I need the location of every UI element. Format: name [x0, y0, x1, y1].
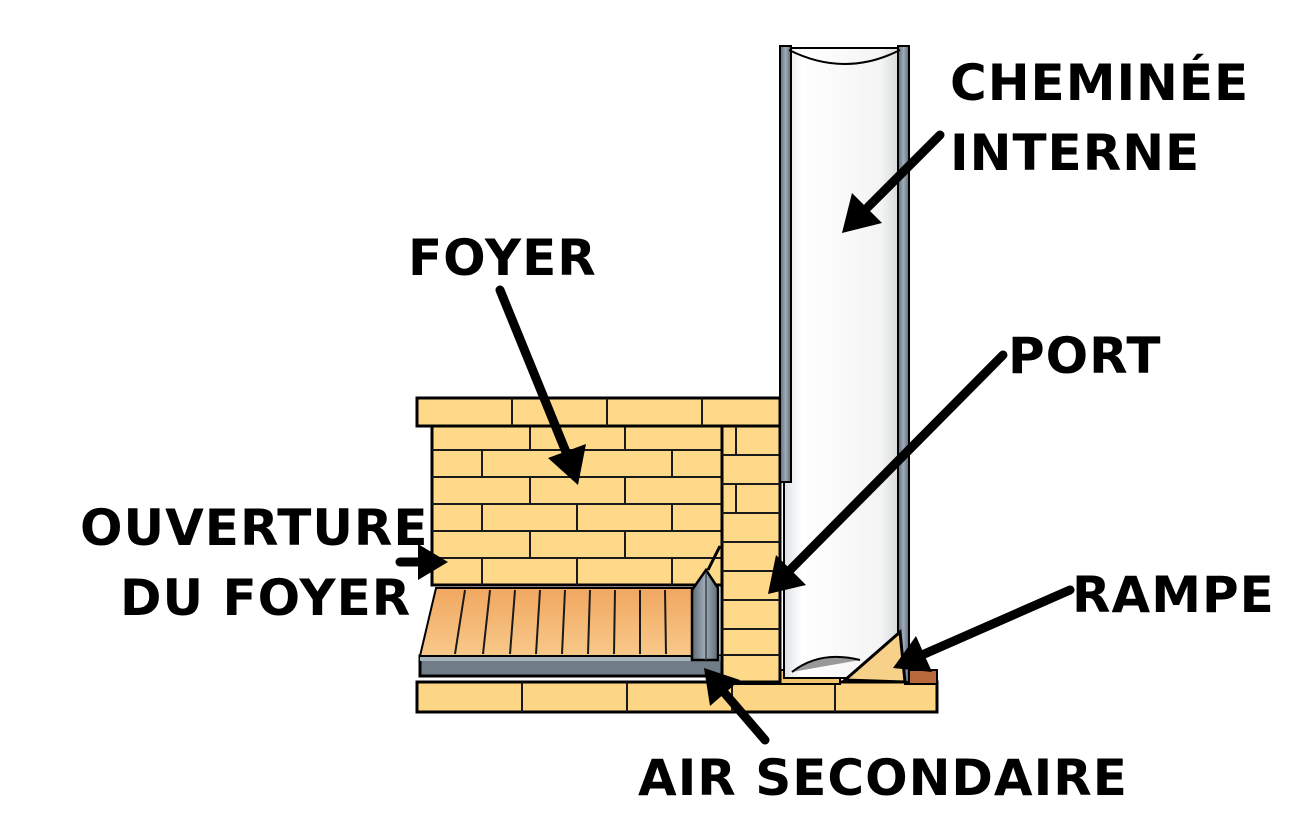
label-rampe: RAMPE [1072, 566, 1275, 624]
labels: CHEMINÉE INTERNE FOYER PORT OUVERTURE DU… [80, 53, 1275, 807]
wood-fuel [418, 587, 701, 657]
internal-chimney [779, 45, 910, 683]
label-opening-line1: OUVERTURE [80, 499, 429, 557]
label-opening-line2: DU FOYER [120, 569, 411, 627]
arrows [395, 130, 1075, 745]
steel-base-plate [418, 654, 732, 678]
label-secondary-air: AIR SECONDAIRE [638, 749, 1128, 807]
label-chimney-line1: CHEMINÉE [950, 53, 1249, 112]
label-port: PORT [1008, 327, 1162, 385]
top-brick-course [415, 396, 782, 428]
label-foyer: FOYER [408, 229, 597, 287]
label-chimney-line2: INTERNE [950, 124, 1200, 182]
secondary-air-plate [690, 545, 722, 662]
port-brick-column [720, 424, 782, 684]
